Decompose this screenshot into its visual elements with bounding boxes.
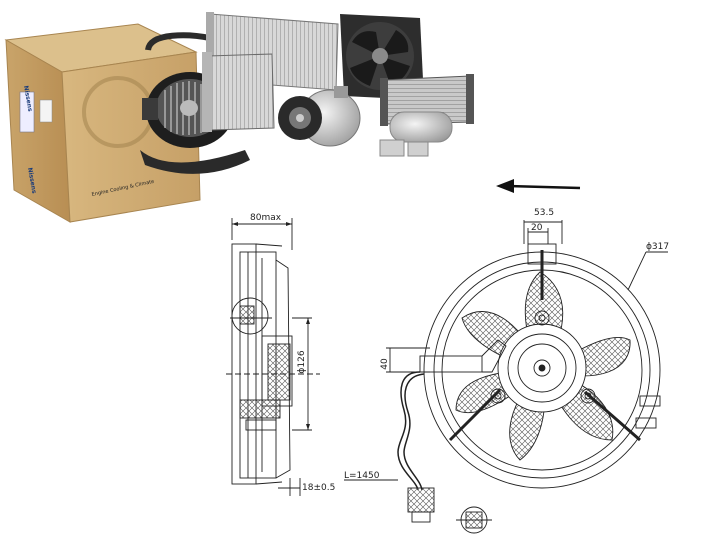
product-collage: Nissens Nissens Engine Cooling & Climate	[4, 12, 474, 223]
front-view-drawing	[344, 220, 668, 534]
ac-compressor	[278, 86, 361, 147]
depth-max-label: 80max	[250, 213, 282, 223]
radiator-fan	[340, 14, 424, 100]
bracket-thickness-label: 18±0.5	[302, 483, 335, 493]
side-view-drawing	[226, 218, 320, 496]
cable-length-label: L=1450	[344, 471, 380, 481]
heater-core	[202, 52, 275, 132]
receiver-drier	[379, 111, 453, 157]
offset-left-label: 40	[380, 358, 390, 370]
hub-diameter-label: ϕ126	[297, 350, 307, 373]
box-brand-label-lower: Nissens	[26, 167, 38, 194]
box-brand-label: Nissens	[22, 85, 34, 112]
shroud-diameter-label: ϕ317	[646, 242, 669, 252]
offset-top-label: 20	[531, 223, 543, 233]
rotation-direction-arrow	[496, 179, 581, 193]
width-top-label: 53.5	[534, 208, 554, 218]
